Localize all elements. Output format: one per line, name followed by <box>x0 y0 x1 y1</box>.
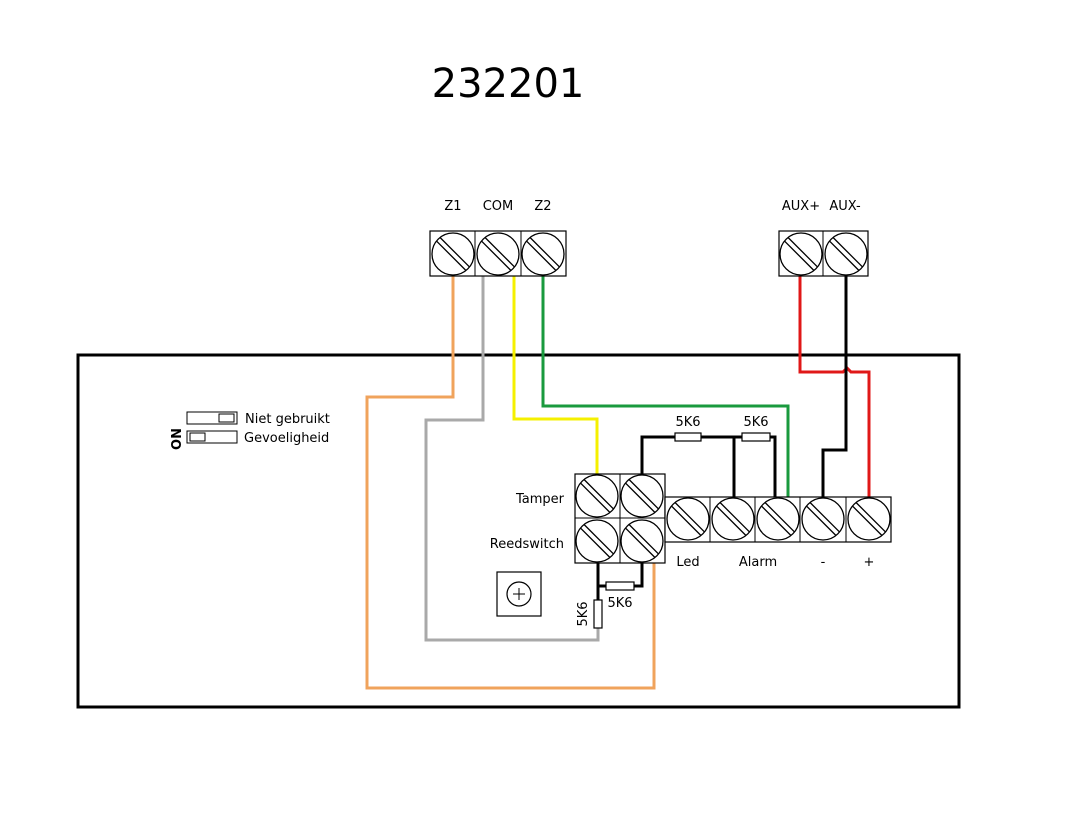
wire-green <box>541 276 790 497</box>
screw-z1-icon <box>431 232 475 276</box>
resistor-label-r3: 5K6 <box>607 596 632 611</box>
screw-reed-1-icon <box>575 519 619 563</box>
resistors <box>593 432 771 629</box>
resistor-r1 <box>674 432 702 442</box>
screw-plus-icon <box>847 497 891 541</box>
wire-gray <box>424 276 600 642</box>
resistor-r3 <box>605 581 635 591</box>
screw-led-2-icon <box>711 497 755 541</box>
wires <box>365 276 871 690</box>
resistor-label-r2: 5K6 <box>743 415 768 430</box>
label-reedswitch: Reedswitch <box>490 537 564 552</box>
diagram-title: 232201 <box>432 61 585 107</box>
screw-aux-minus-icon <box>824 232 868 276</box>
label-tamper: Tamper <box>515 492 565 507</box>
label-aux-plus: AUX+ <box>782 199 820 214</box>
screw-tamper-2-icon <box>620 474 664 518</box>
resistor-r2 <box>741 432 771 442</box>
label-z2: Z2 <box>534 199 551 214</box>
dip-switch-1-knob <box>218 413 235 423</box>
label-com: COM <box>483 199 514 214</box>
screw-tamper-1-icon <box>575 474 619 518</box>
label-plus: + <box>864 555 875 570</box>
resistor-r4 <box>593 599 603 629</box>
wire-red <box>798 276 871 497</box>
wire-black-tamper <box>640 435 675 474</box>
wire-yellow <box>512 276 599 474</box>
label-minus: - <box>821 555 826 570</box>
screws <box>431 232 891 563</box>
wire-black-aux <box>821 276 848 497</box>
screw-alarm-icon <box>756 497 800 541</box>
screw-minus-icon <box>801 497 845 541</box>
board-outline <box>76 353 961 709</box>
resistor-label-r1: 5K6 <box>675 415 700 430</box>
label-aux-minus: AUX- <box>829 199 861 214</box>
label-led: Led <box>676 555 699 570</box>
potentiometer-icon <box>496 571 542 617</box>
screw-com-icon <box>476 232 520 276</box>
screw-reed-2-icon <box>620 519 664 563</box>
dip-switch <box>186 411 238 444</box>
label-z1: Z1 <box>444 199 461 214</box>
dip-switch-1-label: Niet gebruikt <box>245 412 330 427</box>
dip-switch-2-knob <box>189 432 206 442</box>
screw-led-icon <box>666 497 710 541</box>
resistor-label-r4: 5K6 <box>576 601 591 626</box>
dip-on-label: ON <box>170 428 185 450</box>
screw-z2-icon <box>521 232 565 276</box>
dip-switch-2-label: Gevoeligheid <box>244 431 329 446</box>
screw-aux-plus-icon <box>779 232 823 276</box>
label-alarm: Alarm <box>739 555 777 570</box>
wire-orange <box>365 276 656 690</box>
